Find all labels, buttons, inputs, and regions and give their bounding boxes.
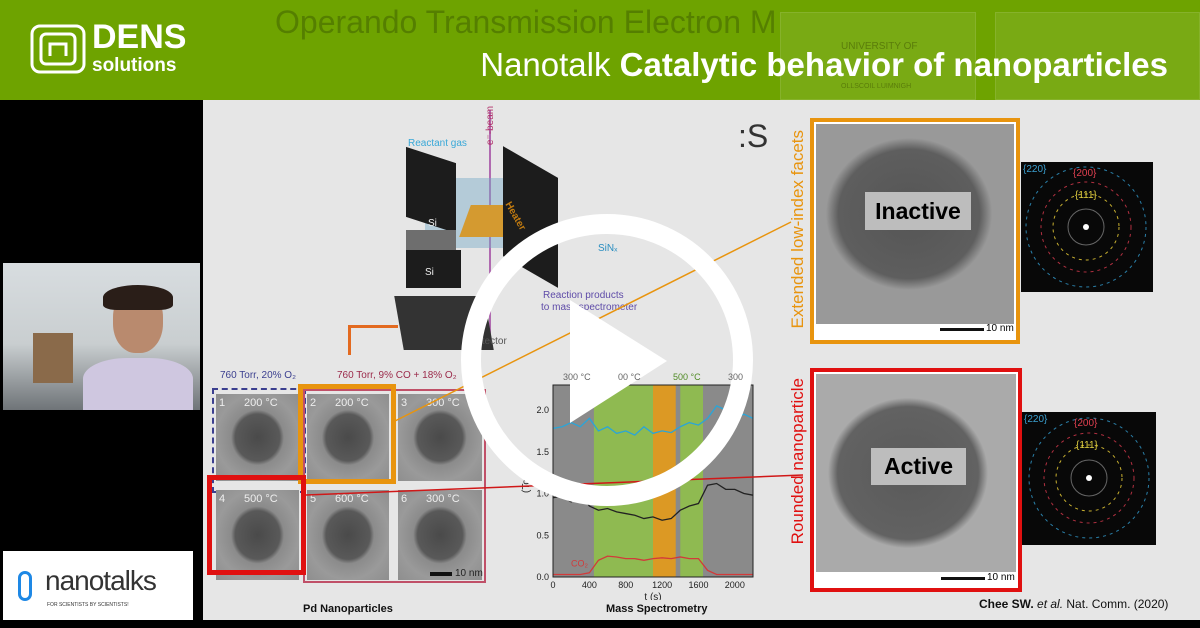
speaker-hair [103, 285, 173, 310]
y-tick-label: 1.5 [536, 447, 549, 457]
x-tick-label: 1600 [688, 580, 708, 590]
video-title: Nanotalk Catalytic behavior of nanoparti… [480, 46, 1168, 83]
citation: Chee SW. et al. Nat. Comm. (2020) [979, 597, 1169, 611]
y-tick-label: 2.0 [536, 405, 549, 415]
condition-2-label: 760 Torr, 9% CO + 18% O₂ [337, 370, 457, 381]
series-label-2: CO₂ [571, 558, 589, 568]
dens-logo-icon [30, 24, 86, 74]
series-line-0 [552, 405, 754, 436]
highlight-active [207, 475, 306, 575]
active-scale-bar [941, 577, 985, 580]
slide-title-ghost: Operando Transmission Electron M [275, 4, 777, 40]
active-tag: Active [871, 448, 966, 485]
series-line-2 [553, 555, 753, 576]
nanotalks-mic-icon [18, 571, 32, 601]
si-label-bottom: Si [425, 267, 434, 278]
scale-bar [430, 572, 452, 576]
webcam-feed [3, 263, 200, 410]
signal-arrow [348, 325, 398, 328]
x-axis-label: t (s) [644, 592, 661, 600]
speaker-shirt [83, 358, 193, 410]
active-side-label: Rounded nanoparticle [788, 378, 807, 545]
reactant-gas-label: Reactant gas [408, 138, 467, 149]
play-button[interactable] [452, 205, 762, 515]
si-block-bottom [406, 250, 461, 288]
inactive-tag: Inactive [865, 192, 971, 230]
dens-sub: solutions [92, 55, 177, 76]
nanotalks-logo: nanotalks FOR SCIENTISTS BY SCIENTISTS! [3, 551, 193, 620]
slide-subtitle-fragment: :S [738, 118, 769, 154]
inactive-frame: Inactive 10 nm [810, 118, 1020, 344]
products-label-1: Reaction products [543, 290, 624, 301]
mass-spec-caption: Mass Spectrometry [606, 603, 708, 615]
products-label-2: to mass spectrometer [541, 302, 638, 313]
si-label-top: Si [428, 218, 437, 229]
x-tick-label: 1200 [652, 580, 672, 590]
play-ring [461, 214, 753, 506]
inactive-side-label: Extended low-index facets [788, 130, 807, 329]
particles-caption: Pd Nanoparticles [303, 603, 393, 615]
inactive-fft: {220} {200} {111} [1021, 162, 1153, 292]
x-tick-label: 800 [618, 580, 633, 590]
scale-label: 10 nm [455, 568, 483, 579]
play-icon [570, 300, 667, 423]
x-tick-label: 0 [550, 580, 555, 590]
active-scale-label: 10 nm [987, 572, 1015, 583]
y-tick-label: 1.0 [536, 489, 549, 499]
bookshelf [33, 333, 73, 383]
reactor-schematic: e⁻-beam Reactant gas Si Si Detector Reac… [203, 100, 763, 360]
header-banner: Operando Transmission Electron M UNIVERS… [0, 0, 1200, 100]
y-tick-label: 0.0 [536, 572, 549, 582]
dens-brand: DENS [92, 18, 187, 56]
x-tick-label: 400 [582, 580, 597, 590]
band-2 [680, 385, 703, 577]
partner-logo-2 [995, 12, 1200, 100]
inactive-scale-label: 10 nm [986, 323, 1014, 334]
active-frame: Active 10 nm [810, 368, 1022, 592]
partner-logo-1: UNIVERSITY OF OLLSCOIL LUIMNIGH [780, 12, 976, 100]
inactive-scale-bar [940, 328, 984, 331]
condition-1-label: 760 Torr, 20% O₂ [220, 370, 296, 381]
signal-arrow-down [348, 325, 351, 355]
x-tick-label: 2000 [725, 580, 745, 590]
active-fft: {220} {200} {111} [1022, 412, 1156, 545]
y-tick-label: 0.5 [536, 530, 549, 540]
detector-label: Detector [469, 336, 507, 347]
highlight-inactive [298, 384, 396, 484]
